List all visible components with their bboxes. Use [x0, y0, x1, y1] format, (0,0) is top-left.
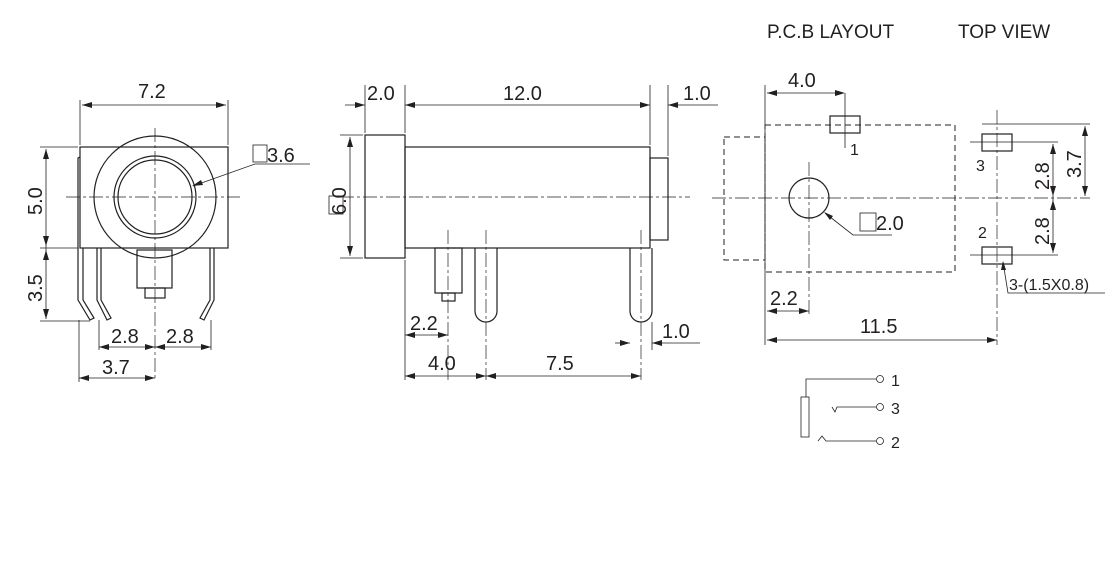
pcb-pad-label-2: 2	[978, 225, 987, 242]
pcb-hole-diameter-dim: 2.0	[876, 213, 904, 235]
front-pin-offset-dim: 3.7	[102, 357, 130, 379]
front-width-dim: 7.2	[138, 81, 166, 103]
side-flange-dim: 2.0	[367, 83, 395, 105]
front-pin-right-dim: 2.8	[166, 326, 194, 348]
pcb-layout	[712, 85, 1105, 345]
schematic-pin-3: 3	[891, 401, 900, 418]
pcb-pad-label-3: 3	[976, 158, 985, 175]
side-body-length-dim: 12.0	[503, 83, 542, 105]
pcb-pad-spacing-upper-dim: 2.8	[1032, 162, 1054, 190]
side-pin-2-2-dim: 2.2	[410, 313, 438, 335]
front-height-upper-dim: 5.0	[25, 187, 47, 215]
side-pin-spacing-a-dim: 4.0	[428, 353, 456, 375]
schematic-pin-2: 2	[891, 435, 900, 452]
schematic-pin-1: 1	[891, 373, 900, 390]
side-view	[328, 85, 718, 380]
side-diameter-dim: 6.0	[329, 187, 351, 215]
pcb-pin1-offset-dim: 4.0	[788, 70, 816, 92]
front-view	[40, 100, 310, 382]
side-pin-spacing-b-dim: 7.5	[546, 353, 574, 375]
pcb-overall-length-dim: 11.5	[860, 316, 897, 338]
pad-2	[981, 246, 1013, 265]
pcb-hole-offset-dim: 2.2	[770, 288, 798, 310]
front-pin-left-dim: 2.8	[111, 326, 139, 348]
schematic	[800, 375, 884, 445]
front-diameter-dim: 3.6	[267, 145, 295, 167]
pcb-pad-label-1: 1	[850, 142, 859, 159]
pcb-pad-size-dim: 3-(1.5X0.8)	[1009, 277, 1089, 294]
pcb-pad-spacing-lower-dim: 2.8	[1032, 217, 1054, 245]
front-height-lower-dim: 3.5	[25, 274, 47, 302]
top-view-heading: TOP VIEW	[958, 22, 1050, 43]
side-pin-1-0-dim: 1.0	[662, 321, 690, 343]
pcb-layout-heading: P.C.B LAYOUT	[767, 22, 894, 43]
side-tail-dim: 1.0	[683, 83, 711, 105]
pcb-pad-top-offset-dim: 3.7	[1064, 150, 1086, 178]
